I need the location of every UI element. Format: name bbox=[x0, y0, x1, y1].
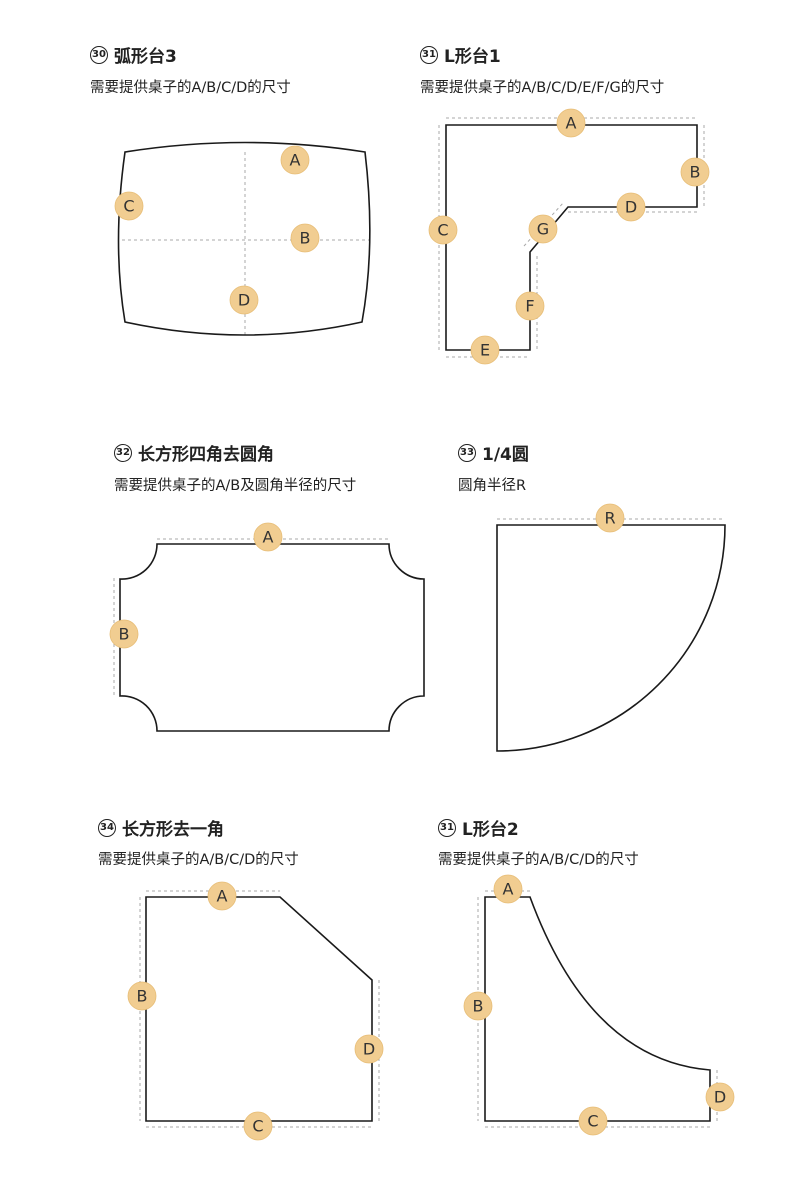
diagram-quarter-circle: R bbox=[496, 503, 726, 752]
section-34-subtitle: 需要提供桌子的A/B/C/D的尺寸 bbox=[98, 852, 299, 868]
dimension-label-d: D bbox=[705, 1082, 735, 1112]
section-31b-subtitle: 需要提供桌子的A/B/C/D的尺寸 bbox=[438, 852, 639, 868]
section-title-text: 弧形台3 bbox=[114, 47, 177, 67]
dimension-label-f: F bbox=[515, 291, 545, 321]
dimension-label-a: A bbox=[207, 881, 237, 911]
section-33-subtitle: 圆角半径R bbox=[458, 478, 527, 494]
section-number-badge: 33 bbox=[458, 443, 476, 462]
section-31b-title: 31 L形台2 bbox=[438, 815, 519, 840]
dimension-label-c: C bbox=[243, 1111, 273, 1141]
dimension-label-text: A bbox=[263, 528, 274, 547]
dimension-label-text: G bbox=[537, 220, 549, 239]
dimension-label-text: A bbox=[290, 151, 301, 170]
dimension-label-r: R bbox=[595, 503, 625, 533]
dimension-label-d: D bbox=[354, 1034, 384, 1064]
dimension-label-a: A bbox=[280, 145, 310, 175]
dimension-label-text: E bbox=[480, 341, 490, 360]
diagram-l-table-1: A B C D E F G bbox=[428, 108, 710, 365]
dimension-label-b: B bbox=[290, 223, 320, 253]
dimension-label-text: C bbox=[123, 197, 134, 216]
section-number-badge: 30 bbox=[90, 45, 108, 64]
arc-table-outline bbox=[117, 141, 371, 336]
section-title-text: 长方形去一角 bbox=[122, 820, 224, 840]
quarter-circle-outline bbox=[496, 524, 726, 752]
dimension-label-text: C bbox=[252, 1117, 263, 1136]
dimension-label-b: B bbox=[127, 981, 157, 1011]
l-table-2-outline bbox=[484, 896, 711, 1122]
diagram-arc-table-3: A B C D bbox=[114, 141, 371, 337]
dimension-label-text: C bbox=[437, 221, 448, 240]
dimension-label-c: C bbox=[114, 191, 144, 221]
section-34-title: 34 长方形去一角 bbox=[98, 815, 224, 840]
section-31-subtitle: 需要提供桌子的A/B/C/D/E/F/G的尺寸 bbox=[420, 80, 665, 96]
section-title-text: 1/4圆 bbox=[482, 445, 529, 465]
dimension-label-b: B bbox=[109, 619, 139, 649]
dimension-label-text: A bbox=[217, 887, 228, 906]
dimension-label-text: D bbox=[238, 291, 250, 310]
section-32-subtitle: 需要提供桌子的A/B及圆角半径的尺寸 bbox=[114, 478, 357, 494]
dimension-label-b: B bbox=[680, 157, 710, 187]
section-title-text: L形台1 bbox=[444, 47, 501, 67]
dimension-label-d: D bbox=[229, 285, 259, 315]
dimension-label-text: A bbox=[566, 114, 577, 133]
cut-rect-outline bbox=[145, 896, 373, 1122]
l-table-outline bbox=[445, 124, 698, 351]
dimension-label-text: C bbox=[587, 1112, 598, 1131]
dimension-label-g: G bbox=[528, 214, 558, 244]
dimension-label-text: B bbox=[473, 997, 484, 1016]
dimension-label-text: B bbox=[119, 625, 130, 644]
dimension-label-text: R bbox=[604, 509, 615, 528]
section-number-badge: 34 bbox=[98, 818, 116, 837]
section-number-badge: 32 bbox=[114, 443, 132, 462]
section-32-title: 32 长方形四角去圆角 bbox=[114, 440, 274, 465]
dimension-label-text: B bbox=[300, 229, 311, 248]
dimension-label-text: B bbox=[137, 987, 148, 1006]
dimension-label-text: D bbox=[714, 1088, 726, 1107]
dimension-label-c: C bbox=[428, 215, 458, 245]
dimension-label-text: D bbox=[625, 198, 637, 217]
dimension-label-c: C bbox=[578, 1106, 608, 1136]
section-number-badge: 31 bbox=[438, 818, 456, 837]
section-title-text: L形台2 bbox=[462, 820, 519, 840]
dimension-label-b: B bbox=[463, 991, 493, 1021]
diagram-l-table-2: A B C D bbox=[463, 874, 735, 1136]
dimension-label-a: A bbox=[493, 874, 523, 904]
dimension-label-a: A bbox=[253, 522, 283, 552]
dimension-label-d: D bbox=[616, 192, 646, 222]
section-33-title: 33 1/4圆 bbox=[458, 440, 529, 465]
section-30-title: 30 弧形台3 bbox=[90, 42, 177, 67]
diagram-rect-cut-corner: A B C D bbox=[127, 881, 384, 1141]
dimension-label-text: B bbox=[690, 163, 701, 182]
dimension-label-a: A bbox=[556, 108, 586, 138]
dimension-label-e: E bbox=[470, 335, 500, 365]
dimension-label-text: D bbox=[363, 1040, 375, 1059]
section-30-subtitle: 需要提供桌子的A/B/C/D的尺寸 bbox=[90, 80, 291, 96]
diagram-rect-rounded-corners: A B bbox=[109, 522, 425, 732]
rounded-rect-outline bbox=[119, 543, 425, 732]
section-title-text: 长方形四角去圆角 bbox=[138, 445, 274, 465]
dimension-label-text: F bbox=[525, 297, 534, 316]
dimension-label-text: A bbox=[503, 880, 514, 899]
section-number-badge: 31 bbox=[420, 45, 438, 64]
guide-g bbox=[523, 201, 565, 247]
section-31-title: 31 L形台1 bbox=[420, 42, 501, 67]
